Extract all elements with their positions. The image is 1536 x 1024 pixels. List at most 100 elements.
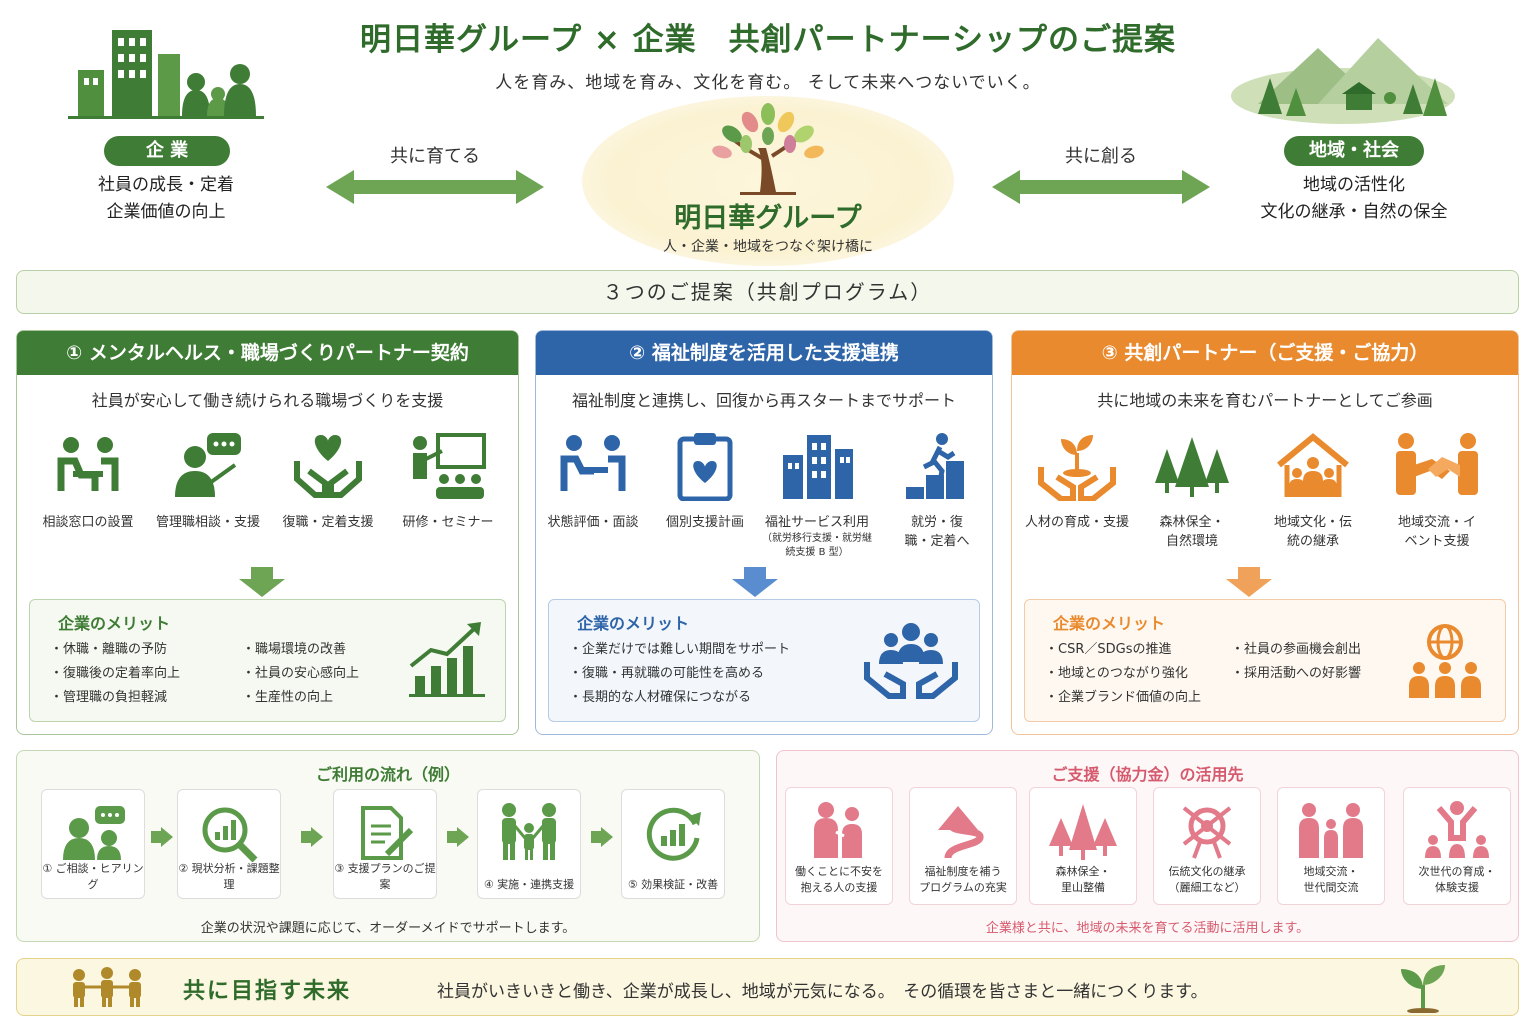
merit-list-a: ・休職・離職の予防 ・復職後の定着率向上 ・管理職の負担軽減 (50, 638, 180, 710)
use-item-label: 地域交流・世代間交流 (1278, 864, 1384, 896)
generations-icon (1299, 803, 1363, 858)
merit-title: 企業のメリット (1053, 614, 1166, 633)
merit-item: ・企業だけでは難しい期間をサポート (569, 642, 791, 657)
down-arrow-icon (1226, 567, 1272, 597)
manager-talk-icon (175, 433, 241, 497)
card-title: ③ 共創パートナー（ご支援・ご協力） (1012, 331, 1518, 375)
flow-step-label: ① ご相談・ヒアリング (42, 862, 144, 891)
company-line-1: 社員の成長・定着 (98, 175, 234, 195)
use-label-line: 抱える人の支援 (800, 881, 878, 894)
child-growth-icon (1425, 801, 1489, 858)
icon-cell: 復職・定着支援 (273, 431, 383, 532)
use-item: 福祉制度を補うプログラムの充実 (909, 787, 1017, 905)
use-item: 働くことに不安を抱える人の支援 (785, 787, 893, 905)
page-title: 明日華グループ × 企業 共創パートナーシップのご提案 (359, 22, 1177, 58)
future-text: 社員がいきいきと働き、企業が成長し、地域が元気になる。 その循環を皆さまと一緒に… (437, 982, 1208, 1002)
icon-cell: 管理職相談・支援 (153, 431, 263, 532)
company-building-icon (68, 30, 264, 119)
card-description: 社員が安心して働き続けられる職場づくりを支援 (91, 391, 444, 410)
craft-knot-icon (1182, 806, 1232, 859)
house-people-icon (1277, 433, 1349, 497)
family-hands-icon (73, 967, 141, 1007)
community-pill: 地域・社会 (1284, 136, 1424, 166)
icon-label: 研修・セミナー (402, 515, 494, 530)
use-label-line: 体験支援 (1435, 881, 1479, 894)
merit-item: ・復職後の定着率向上 (50, 666, 181, 681)
proposal-bar: ３つのご提案（共創プログラム） (16, 270, 1519, 314)
interview-icon (560, 435, 626, 491)
card-mental-health: ① メンタルヘルス・職場づくりパートナー契約 社員が安心して働き続けられる職場づ… (16, 330, 519, 735)
handshake-icon (1396, 433, 1478, 495)
merit-item: ・社員の安心感向上 (242, 666, 360, 681)
growth-chart-icon (409, 622, 485, 697)
support-hands-icon (864, 623, 958, 699)
icon-cell: 森林保全・自然環境 (1142, 431, 1242, 551)
hearing-icon (63, 806, 125, 860)
card-title: ② 福祉制度を活用した支援連携 (536, 331, 992, 375)
sprout-hands-icon (1038, 435, 1116, 502)
merit-list-a: ・CSR／SDGsの推進 ・地域とのつながり強化 ・企業ブランド価値の向上 (1045, 638, 1201, 710)
flow-step: ③ 支援プランのご提案 (333, 789, 437, 899)
uses-title: ご支援（協力金）の活用先 (1051, 765, 1244, 784)
flow-step-label: ⑤ 効果検証・改善 (627, 878, 719, 891)
merit-title: 企業のメリット (58, 614, 171, 633)
icon-cell: 就労・復職・定着へ (882, 431, 992, 551)
merit-item: ・企業ブランド価値の向上 (1045, 690, 1202, 705)
use-item-label: 次世代の育成・体験支援 (1404, 864, 1510, 896)
use-item: 森林保全・里山整備 (1029, 787, 1137, 905)
sprout-icon (1401, 965, 1445, 1013)
use-item-label: 森林保全・里山整備 (1030, 864, 1136, 896)
page-subtitle: 人を育み、地域を育み、文化を育む。 そして未来へつないでいく。 (495, 73, 1041, 93)
forest-icon (1049, 804, 1117, 860)
group-name: 明日華グループ (674, 203, 862, 234)
community-line-1: 地域の活性化 (1303, 175, 1405, 195)
use-item-label: 福祉制度を補うプログラムの充実 (910, 864, 1016, 896)
icon-label: 復職・定着支援 (282, 515, 374, 530)
step-arrow-icon (447, 827, 469, 847)
flow-step-label: ④ 実施・連携支援 (483, 878, 575, 891)
use-label-line: プログラムの充実 (919, 881, 1007, 894)
card-description: 福祉制度と連携し、回復から再スタートまでサポート (571, 391, 956, 410)
use-item: 地域交流・世代間交流 (1277, 787, 1385, 905)
double-arrow-icon (992, 170, 1210, 204)
improvement-cycle-icon (646, 807, 701, 861)
icon-cell: 地域文化・伝統の継承 (1258, 431, 1368, 551)
analysis-icon (202, 807, 258, 863)
flow-note: 企業の状況や課題に応じて、オーダーメイドでサポートします。 (200, 921, 576, 936)
card-title: ① メンタルヘルス・職場づくりパートナー契約 (17, 331, 518, 375)
global-community-icon (1409, 624, 1481, 698)
merit-item: ・職場環境の改善 (242, 642, 347, 657)
use-label-line: （麗細工など） (1168, 881, 1246, 894)
merit-item: ・社員の参画機会創出 (1231, 642, 1362, 657)
use-label-line: 森林保全・ (1055, 865, 1111, 878)
use-label-line: 福祉制度を補う (924, 865, 1002, 878)
step-arrow-icon (301, 827, 323, 847)
double-arrow-icon (326, 170, 544, 204)
down-arrow-icon (732, 567, 778, 597)
use-label-line: 伝統文化の継承 (1168, 865, 1246, 878)
use-label-line: 地域交流・ (1303, 865, 1359, 878)
future-bar: 共に目指す未来 社員がいきいきと働き、企業が成長し、地域が元気になる。 その循環… (16, 958, 1519, 1016)
flow-step-label: ② 現状分析・課題整理 (178, 862, 280, 891)
community-text: 地域の活性化 文化の継承・自然の保全 (1236, 172, 1472, 226)
uses-note: 企業様と共に、地域の未来を育てる活動に活用します。 (985, 921, 1310, 936)
merit-item: ・管理職の負担軽減 (50, 690, 168, 705)
use-label-line: 次世代の育成・ (1418, 865, 1496, 878)
icon-cell: 個別支援計画 (650, 431, 760, 532)
card-cocreation: ③ 共創パートナー（ご支援・ご協力） 共に地域の未来を育むパートナーとしてご参画… (1011, 330, 1519, 735)
merit-list-b: ・社員の参画機会創出 ・採用活動への好影響 (1231, 638, 1361, 686)
merit-item: ・CSR／SDGsの推進 (1045, 642, 1172, 657)
merit-box: 企業のメリット ・企業だけでは難しい期間をサポート ・復職・再就職の可能性を高め… (548, 599, 980, 722)
community-line-2: 文化の継承・自然の保全 (1260, 202, 1448, 222)
card-welfare: ② 福祉制度を活用した支援連携 福祉制度と連携し、回復から再スタートまでサポート… (535, 330, 993, 735)
clipboard-heart-icon (677, 433, 733, 502)
use-label-line: 働くことに不安を (795, 865, 883, 878)
merit-item: ・採用活動への好影響 (1231, 666, 1362, 681)
step-arrow-icon (591, 827, 613, 847)
icon-label: 管理職相談・支援 (155, 515, 260, 530)
merit-list-b: ・職場環境の改善 ・社員の安心感向上 ・生産性の向上 (242, 638, 359, 710)
icon-label: 地域交流・イベント支援 (1397, 515, 1476, 549)
icon-label: 森林保全・自然環境 (1159, 515, 1225, 549)
funding-uses-section: ご支援（協力金）の活用先 働くことに不安を抱える人の支援 福祉制度を補うプログラ… (776, 750, 1519, 942)
icon-cell: 状態評価・面談 (538, 431, 648, 532)
